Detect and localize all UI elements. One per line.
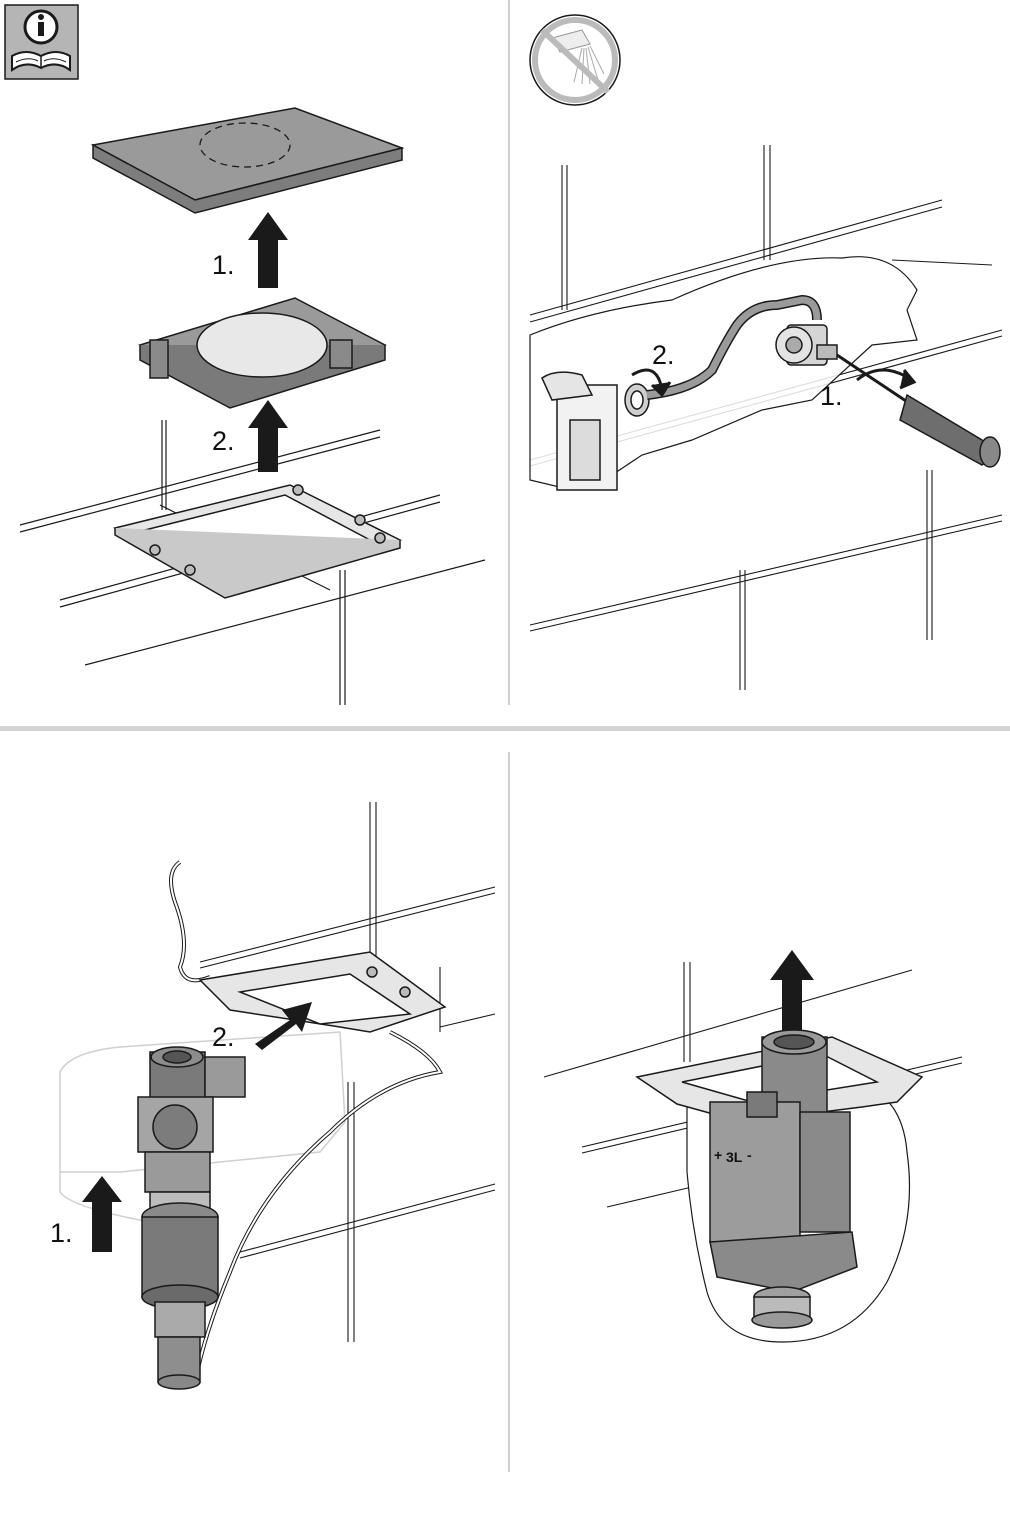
panel-disconnect-hose: 2. 1. [512,0,1010,720]
fill-valve [138,1047,245,1389]
step-label-1: 1. [50,1220,73,1247]
step-label-1: 1. [820,383,843,410]
panel-3-illustration [0,752,505,1472]
water-off-icon [530,15,620,105]
read-manual-icon [5,5,78,79]
mounting-frame [115,485,400,598]
step-label-2: 2. [652,342,675,369]
vertical-divider-top [508,0,510,705]
arrow-up [770,950,814,1032]
panel-4-illustration [512,752,1010,1472]
screwdriver [837,355,1000,467]
vertical-divider-bottom [508,752,510,1472]
retaining-frame [140,298,385,408]
arrow-up-step-1 [248,212,288,288]
valve-mark-minus: - [747,1148,752,1162]
step-label-1: 1. [212,252,235,279]
arrow-up-step-1 [82,1176,122,1252]
mounting-frame [200,952,445,1032]
arrow-up-step-2 [248,400,288,472]
step-label-2: 2. [212,428,235,455]
valve-mark-plus: + [714,1148,722,1162]
step-label-2: 2. [212,1024,235,1051]
cover-plate [93,108,402,213]
panel-remove-flush-valve: + 3L - [512,752,1010,1472]
horizontal-divider [0,726,1010,731]
panel-remove-cover-plate: 1. 2. [0,0,505,720]
panel-remove-fill-valve: 2. 1. [0,752,505,1472]
valve-mark-3l: 3L [726,1150,742,1164]
panel-1-illustration [0,0,505,720]
panel-2-illustration [512,0,1010,720]
